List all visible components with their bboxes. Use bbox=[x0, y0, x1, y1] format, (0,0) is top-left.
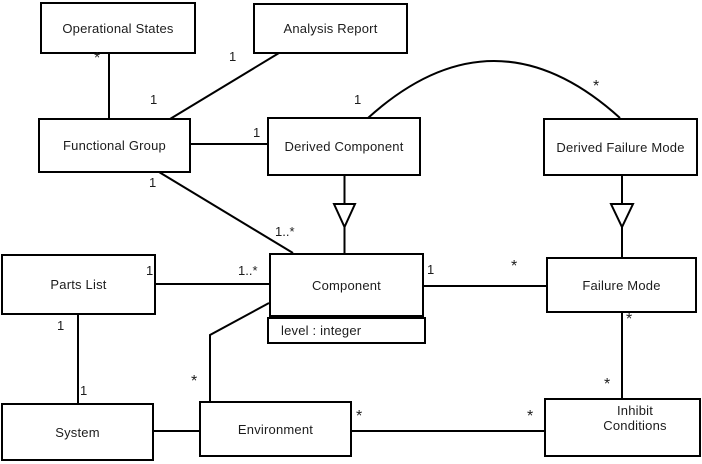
class-attribute-compartment-component[interactable]: level : integer bbox=[267, 317, 426, 344]
multiplicity-derived-component-end-arc: 1 bbox=[354, 92, 362, 107]
class-name-inhibit-line2: Conditions bbox=[603, 418, 667, 433]
multiplicity-component-end-parts-list: 1..* bbox=[238, 263, 258, 278]
class-box-system[interactable]: System bbox=[1, 403, 154, 461]
class-name-inhibit-line1: Inhibit bbox=[616, 403, 654, 418]
class-box-inhibit-conditions[interactable]: Inhibit Conditions bbox=[544, 398, 701, 457]
multiplicity-functional-group-end-component: 1 bbox=[149, 175, 157, 190]
multiplicity-failure-mode-end-component: * bbox=[511, 258, 518, 275]
association-analysis-report-functional-group bbox=[169, 52, 280, 120]
class-box-parts-list[interactable]: Parts List bbox=[1, 254, 156, 315]
multiplicity-operational-states-end: * bbox=[94, 50, 101, 67]
multiplicity-system-end-parts-list: 1 bbox=[80, 383, 88, 398]
class-name-derived-failure-mode: Derived Failure Mode bbox=[556, 139, 685, 155]
generalization-arrow-derived-component bbox=[332, 203, 357, 230]
multiplicity-derived-component-end-functional-group: 1 bbox=[253, 125, 261, 140]
multiplicity-component-end-failure-mode: 1 bbox=[427, 262, 435, 277]
association-functional-group-component bbox=[158, 171, 294, 254]
class-name-system: System bbox=[55, 424, 100, 440]
association-arc-derived-component-derived-failure-mode bbox=[367, 60, 621, 119]
multiplicity-derived-failure-mode-end-arc: * bbox=[593, 78, 600, 95]
class-name-derived-component: Derived Component bbox=[284, 139, 404, 154]
multiplicity-parts-list-end-component: 1 bbox=[146, 263, 154, 278]
class-box-functional-group[interactable]: Functional Group bbox=[38, 118, 191, 173]
class-box-failure-mode[interactable]: Failure Mode bbox=[546, 257, 697, 313]
class-name-parts-list: Parts List bbox=[50, 277, 107, 292]
multiplicity-environment-end-inhibit: * bbox=[356, 408, 363, 425]
class-box-derived-component[interactable]: Derived Component bbox=[267, 117, 421, 176]
multiplicity-failure-mode-end-inhibit: * bbox=[626, 311, 633, 328]
multiplicity-component-end-functional-group: 1..* bbox=[275, 224, 295, 239]
multiplicity-parts-list-end-system: 1 bbox=[57, 318, 65, 333]
class-box-derived-failure-mode[interactable]: Derived Failure Mode bbox=[543, 118, 698, 176]
multiplicity-inhibit-end-failure-mode: * bbox=[604, 376, 611, 393]
class-name-operational-states: Operational States bbox=[62, 20, 174, 36]
class-name-analysis-report: Analysis Report bbox=[283, 21, 378, 36]
generalization-arrow-derived-failure-mode bbox=[609, 203, 635, 230]
multiplicity-analysis-report-end: 1 bbox=[229, 49, 237, 64]
class-box-component[interactable]: Component bbox=[269, 253, 424, 317]
class-box-operational-states[interactable]: Operational States bbox=[40, 2, 196, 54]
class-name-environment: Environment bbox=[237, 421, 314, 437]
multiplicity-inhibit-end-environment: * bbox=[527, 408, 534, 425]
class-name-failure-mode: Failure Mode bbox=[582, 277, 661, 293]
multiplicity-functional-group-end-operational-states: 1 bbox=[150, 92, 158, 107]
class-attribute-component-level: level : integer bbox=[281, 323, 362, 338]
class-box-environment[interactable]: Environment bbox=[199, 401, 352, 457]
class-name-component: Component bbox=[311, 277, 381, 293]
class-box-analysis-report[interactable]: Analysis Report bbox=[253, 3, 408, 54]
class-name-functional-group: Functional Group bbox=[63, 138, 166, 153]
class-name-inhibit-conditions: Inhibit Conditions bbox=[603, 403, 666, 433]
association-environment-component bbox=[209, 302, 270, 401]
multiplicity-environment-end-component: * bbox=[191, 373, 198, 390]
